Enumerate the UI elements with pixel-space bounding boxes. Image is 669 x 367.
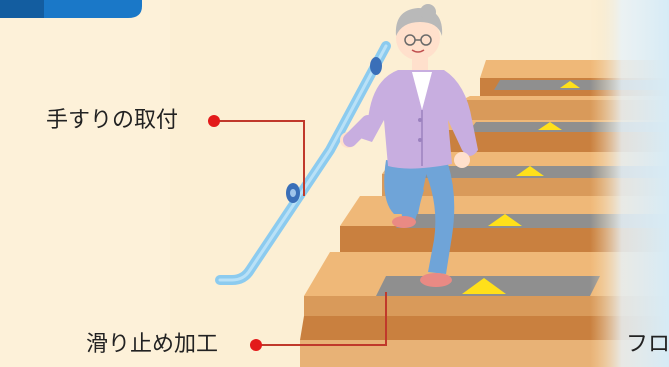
floor-label: フロ [626, 332, 669, 357]
mark-1 [560, 81, 580, 88]
antislip-dot [250, 339, 262, 351]
left-wall [0, 0, 170, 367]
mark-3 [516, 166, 544, 176]
bracket-upper [370, 57, 382, 75]
banner-accent [0, 0, 44, 18]
mark-5 [462, 278, 506, 294]
handrail-leader [214, 120, 305, 196]
mark-2 [538, 122, 562, 130]
antislip-label: 滑り止め加工 [86, 332, 219, 357]
mark-4 [488, 214, 522, 226]
right-blur [590, 0, 669, 367]
handrail-dot [208, 115, 220, 127]
leader-lines [208, 115, 387, 351]
elderly-woman-illustration [340, 4, 478, 287]
handrail [215, 41, 391, 285]
antislip-leader [256, 292, 387, 346]
handrail-label: 手すりの取付 [46, 108, 179, 133]
